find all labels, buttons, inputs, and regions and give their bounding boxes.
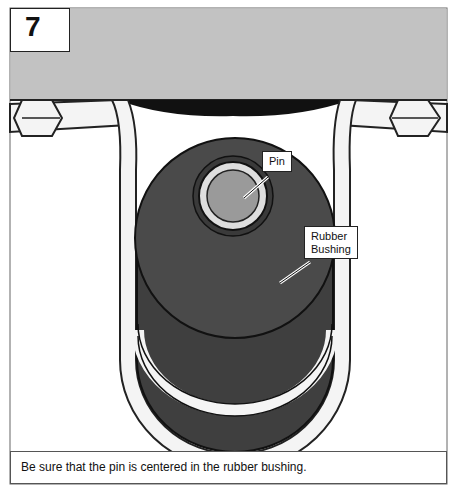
pin-leader: [244, 177, 268, 198]
part-label-box: Rubber Bushing: [304, 226, 358, 259]
pin: [207, 170, 259, 222]
caption-box: Be sure that the pin is centered in the …: [10, 451, 447, 484]
step-number-box: 7: [10, 8, 70, 52]
left-nut: [14, 100, 62, 136]
part-label: Pin: [269, 155, 285, 168]
step-number: 7: [25, 11, 69, 43]
caption: Be sure that the pin is centered in the …: [21, 460, 307, 474]
bushing-groove: [138, 330, 332, 410]
part-label-box: Pin: [262, 151, 292, 172]
shadow: [118, 100, 350, 116]
frame-rail: [11, 9, 447, 101]
right-nut: [390, 100, 440, 136]
panel-frame: [10, 8, 447, 484]
pin-washer: [199, 162, 267, 230]
bracket: [112, 100, 356, 470]
pin-recess: [193, 156, 273, 236]
part-label: Rubber Bushing: [311, 230, 351, 255]
bushing-leader: [280, 262, 310, 283]
